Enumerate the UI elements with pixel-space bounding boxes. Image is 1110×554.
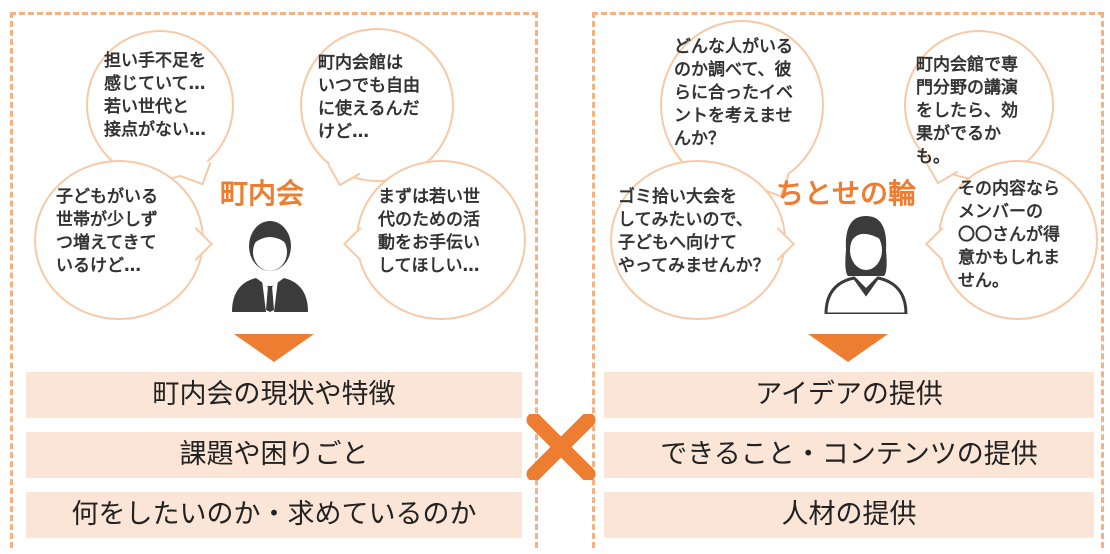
right-bar-2: できること・コンテンツの提供 [604, 432, 1094, 478]
left-panel-chonaikai [10, 12, 538, 548]
right-bubble-2-text: 町内会館で専 門分野の講演 をしたら、効 果がでるか も。 [916, 55, 1018, 167]
right-bubble-4 [925, 160, 1098, 320]
left-bubble-3-text: 子どもがいる 世帯が少しず つ増えてきて いるけど… [56, 187, 158, 276]
right-down-arrow-icon [808, 334, 888, 362]
right-bar-1: アイデアの提供 [604, 372, 1094, 418]
right-bubble-3-text: ゴミ拾い大会を してみたいので、 子どもへ向けて やってみませんか？ [618, 187, 770, 276]
right-bubble-4-text: その内容なら メンバーの 〇〇さんが得 意かもしれま せん。 [958, 179, 1060, 291]
left-org-name: 町内会 [220, 177, 305, 210]
right-org-name: ちとせの輪 [776, 177, 917, 210]
left-bar-2: 課題や困りごと [26, 432, 522, 478]
left-bubble-4 [343, 160, 526, 320]
left-bubble-4-text: まずは若い世 代のための活 動をお手伝い してほしい… [378, 187, 480, 276]
left-bubble-2-text: 町内会館は いつでも自由 に使えるんだ けど… [318, 53, 420, 142]
right-bubble-2 [904, 30, 1054, 185]
cross-mark-icon [526, 414, 596, 480]
right-bar-3: 人材の提供 [604, 492, 1094, 538]
right-panel-chitose-no-wa [592, 12, 1104, 548]
left-down-arrow-icon [234, 334, 314, 362]
left-bar-1: 町内会の現状や特徴 [26, 372, 522, 418]
left-bubble-2 [300, 28, 454, 187]
left-bubble-1 [86, 30, 234, 186]
left-bubble-1-text: 担い手不足を 感じていて… 若い世代と 接点がない… [104, 51, 206, 140]
right-bubble-3 [610, 160, 795, 320]
woman-person-icon [824, 216, 908, 314]
man-person-icon [232, 221, 308, 312]
left-bar-3: 何をしたいのか・求めているのか [26, 492, 522, 538]
left-bubble-3 [34, 160, 213, 320]
right-bubble-1-text: どんな人がいる のか調べて、彼 らに合ったイベ ントを考えませ んか？ [674, 37, 793, 149]
